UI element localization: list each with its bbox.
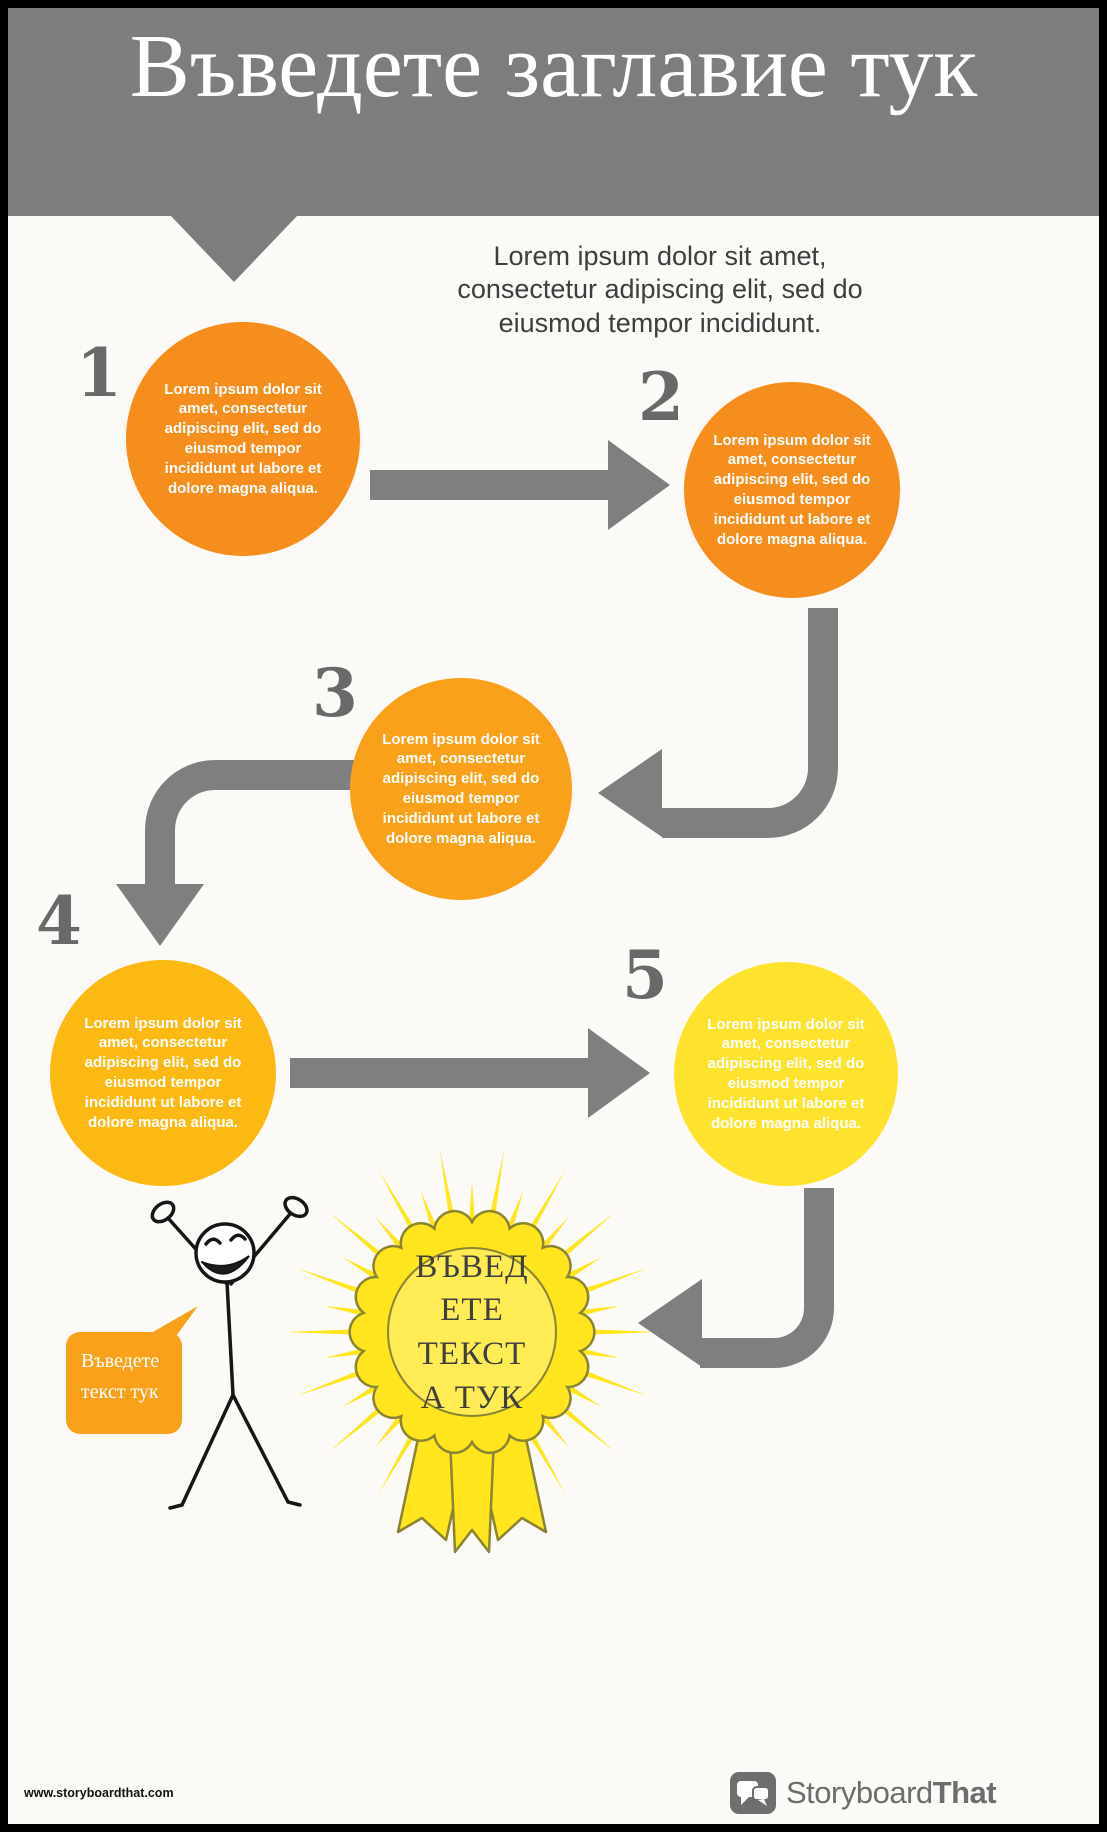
arrow-4-to-5-head-icon — [588, 1028, 650, 1118]
step-number-3: 3 — [312, 654, 358, 732]
arrow-3-to-4-head-icon — [116, 884, 204, 946]
badge-text-line: ЕТЕ — [440, 1292, 504, 1329]
speech-bubble-line: текст тук — [81, 1381, 159, 1403]
stick-figure-right-leg — [231, 1393, 302, 1507]
intro-text: Lorem ipsum dolor sit amet, consectetur … — [457, 241, 863, 338]
badge-text-line: ВЪВЕД — [415, 1248, 529, 1285]
step-circle-5: Lorem ipsum dolor sit amet, consectetur … — [674, 962, 898, 1186]
step-text-3: Lorem ipsum dolor sit amet, consectetur … — [382, 730, 540, 847]
header-banner: Въведете заглавие тук — [8, 8, 1099, 216]
arrow-4-to-5-shaft — [290, 1058, 590, 1088]
stick-figure-left-hand — [150, 1200, 176, 1224]
badge-text: ВЪВЕД ЕТЕ ТЕКСТ А ТУК — [372, 1238, 572, 1428]
badge-text-line: А ТУК — [420, 1379, 524, 1416]
step-text-2: Lorem ipsum dolor sit amet, consectetur … — [713, 431, 871, 548]
stick-figure-smile — [201, 1255, 250, 1275]
arrow-2-to-3-elbow — [662, 608, 838, 838]
step-text-5: Lorem ipsum dolor sit amet, consectetur … — [707, 1015, 865, 1132]
arrow-1-to-2-shaft — [370, 470, 610, 500]
step-circle-3: Lorem ipsum dolor sit amet, consectetur … — [350, 678, 572, 900]
brand-logo: StoryboardThat — [730, 1772, 997, 1814]
brand-name-regular: Storyboard — [786, 1775, 933, 1810]
stick-figure-right-hand — [283, 1195, 309, 1219]
step-circle-1: Lorem ipsum dolor sit amet, consectetur … — [126, 322, 360, 556]
arrow-2-to-3-head-icon — [598, 749, 662, 837]
header-pointer-triangle — [171, 216, 297, 282]
brand-name: StoryboardThat — [786, 1775, 997, 1811]
step-text-1: Lorem ipsum dolor sit amet, consectetur … — [164, 380, 322, 497]
step-number-2: 2 — [638, 358, 684, 436]
site-url: www.storyboardthat.com — [24, 1786, 174, 1800]
stick-figure — [150, 1195, 309, 1510]
step-circle-4: Lorem ipsum dolor sit amet, consectetur … — [50, 960, 276, 1186]
brand-name-bold: That — [932, 1775, 997, 1810]
page-title: Въведете заглавие тук — [129, 17, 978, 116]
step-number-5: 5 — [622, 936, 668, 1014]
step-circle-2: Lorem ipsum dolor sit amet, consectetur … — [684, 382, 900, 598]
award-badge — [286, 1148, 658, 1554]
stick-figure-body — [225, 1280, 235, 1397]
arrow-5-to-badge-head-icon — [638, 1279, 702, 1367]
step-text-4: Lorem ipsum dolor sit amet, consectetur … — [84, 1014, 242, 1131]
stick-figure-right-eye — [229, 1233, 247, 1242]
step-number-1: 1 — [76, 334, 122, 412]
arrow-1-to-2-head-icon — [608, 440, 670, 530]
badge-text-line: ТЕКСТ — [417, 1336, 527, 1372]
stick-figure-left-eye — [204, 1237, 222, 1246]
storyboardthat-logo-icon — [730, 1772, 776, 1814]
stick-figure-left-leg — [168, 1393, 235, 1510]
speech-bubble: Въведете текст тук — [66, 1332, 182, 1434]
step-number-4: 4 — [36, 882, 82, 960]
arrow-5-to-badge-elbow — [700, 1188, 834, 1368]
speech-bubble-line: Въведете — [81, 1350, 160, 1372]
